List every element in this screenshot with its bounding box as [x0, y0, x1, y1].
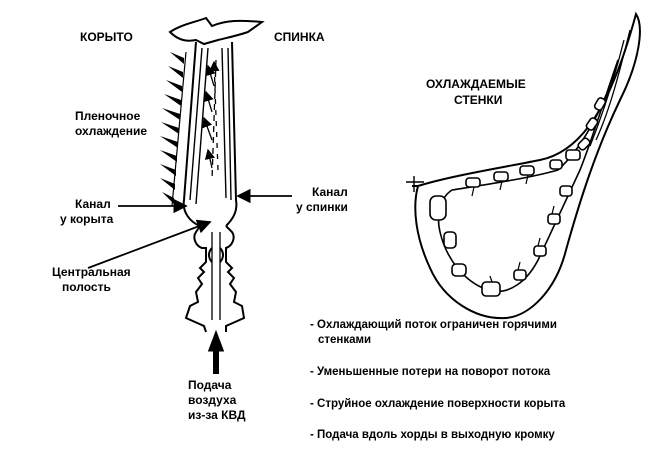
suction-channel-label-line2: у спинки [296, 200, 348, 214]
pressure-channel-label-line2: у корыта [60, 212, 114, 226]
airfoil-outline [414, 11, 641, 320]
wall-cooling-holes [429, 97, 607, 297]
air-supply-label-line3: из-за КВД [188, 408, 246, 422]
bullet-item: - Охлаждающий поток ограничен горячими [310, 319, 557, 331]
central-cavity-label-line1: Центральная [52, 265, 131, 279]
suction-side-wall [225, 41, 238, 227]
blade-tip-shroud [168, 16, 265, 46]
film-cooling-jets [160, 52, 184, 204]
film-cooling-label-line2: охлаждение [75, 124, 148, 138]
bullet-item: - Подача вдоль хорды в выходную кромку [310, 429, 555, 441]
blade-platform [184, 225, 207, 333]
suction-side-label: СПИНКА [274, 30, 325, 44]
pressure-channel-label-line1: Канал [75, 197, 111, 211]
pressure-side-label: КОРЫТО [80, 30, 133, 44]
film-jets-base [171, 51, 187, 207]
cooled-walls-label-line1: ОХЛАЖДАЕМЫЕ [426, 77, 526, 91]
bullet-item: - Струйное охлаждение поверхности корыта [310, 398, 566, 410]
air-supply-label-line1: Подача [188, 378, 232, 392]
air-supply-label-line2: воздуха [188, 393, 237, 407]
leader-lines [87, 188, 292, 269]
cooled-walls-label-line2: СТЕНКИ [454, 93, 503, 107]
pressure-side-wall [182, 41, 201, 227]
blade-section [168, 16, 265, 333]
bullet-item-continuation: стенками [318, 334, 372, 346]
central-cavity-label-line2: полость [62, 280, 111, 294]
suction-channel-label-line1: Канал [312, 185, 348, 199]
film-cooling-label-line1: Пленочное [75, 109, 141, 123]
bullet-item: - Уменьшенные потери на поворот потока [310, 366, 551, 378]
